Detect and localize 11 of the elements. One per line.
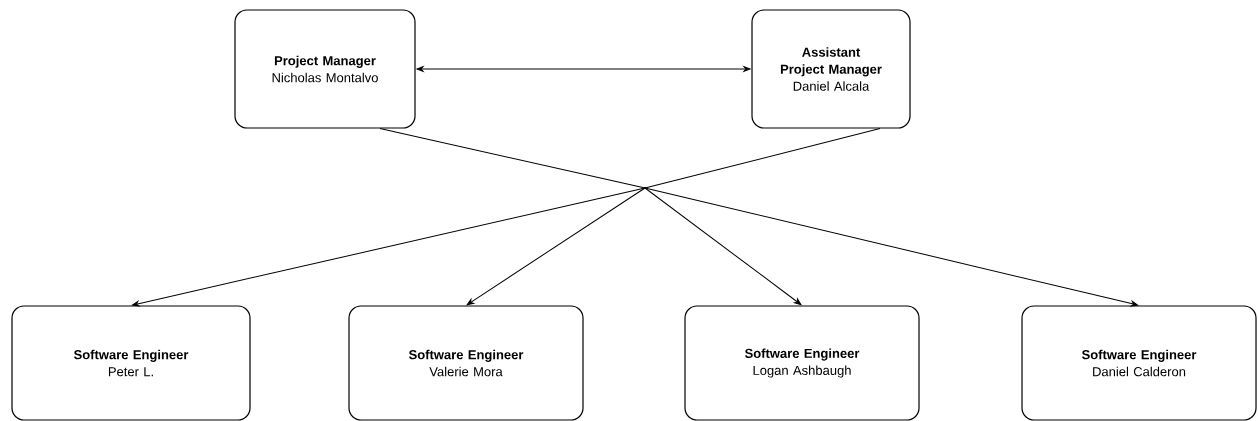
role-box: Software Engineer Valerie Mora [348, 305, 584, 421]
role-box: Software Engineer Logan Ashbaugh [684, 305, 920, 421]
arrow [644, 187, 1139, 307]
arrow [416, 66, 751, 72]
arrow [466, 187, 646, 306]
role-box: Software Engineer Daniel Calderon [1021, 305, 1257, 421]
arrow [644, 187, 802, 306]
role-box: Project Manager Nicholas Montalvo [234, 9, 416, 129]
arrow [131, 187, 646, 307]
role-box: Software Engineer Peter L. [11, 305, 251, 421]
role-box: Assistant Project Manager Daniel Alcala [751, 9, 911, 129]
